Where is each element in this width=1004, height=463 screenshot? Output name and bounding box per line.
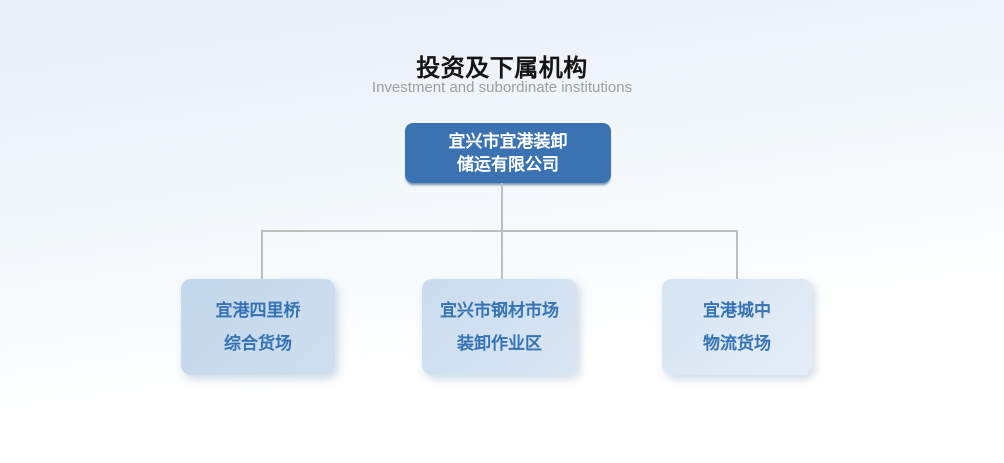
org-node-child-3-label-line1: 宜港城中 <box>703 301 771 320</box>
page-subtitle: Investment and subordinate institutions <box>371 79 633 96</box>
connector-right-vertical <box>736 230 738 279</box>
org-node-child-1-label-line1: 宜港四里桥 <box>215 301 301 320</box>
page-title: 投资及下属机构 <box>416 55 588 82</box>
org-node-child-yigang-silqiao: 宜港四里桥 综合货场 <box>181 279 335 375</box>
org-node-child-2-label-line2: 装卸作业区 <box>457 334 542 353</box>
connector-left-vertical <box>261 230 263 279</box>
connector-horizontal-bar <box>261 230 738 232</box>
org-node-child-1-label-line2: 综合货场 <box>224 334 292 353</box>
org-node-child-3-label-line2: 物流货场 <box>703 334 771 353</box>
org-node-root-label-line1: 宜兴市宜港装卸 <box>448 132 568 151</box>
org-node-child-chengzhong-logistics: 宜港城中 物流货场 <box>662 279 812 375</box>
org-node-child-2-label-line1: 宜兴市钢材市场 <box>440 301 559 320</box>
org-node-child-steel-market: 宜兴市钢材市场 装卸作业区 <box>422 279 577 375</box>
org-node-root-label-line2: 储运有限公司 <box>457 155 559 174</box>
org-node-root: 宜兴市宜港装卸 储运有限公司 <box>405 123 611 183</box>
